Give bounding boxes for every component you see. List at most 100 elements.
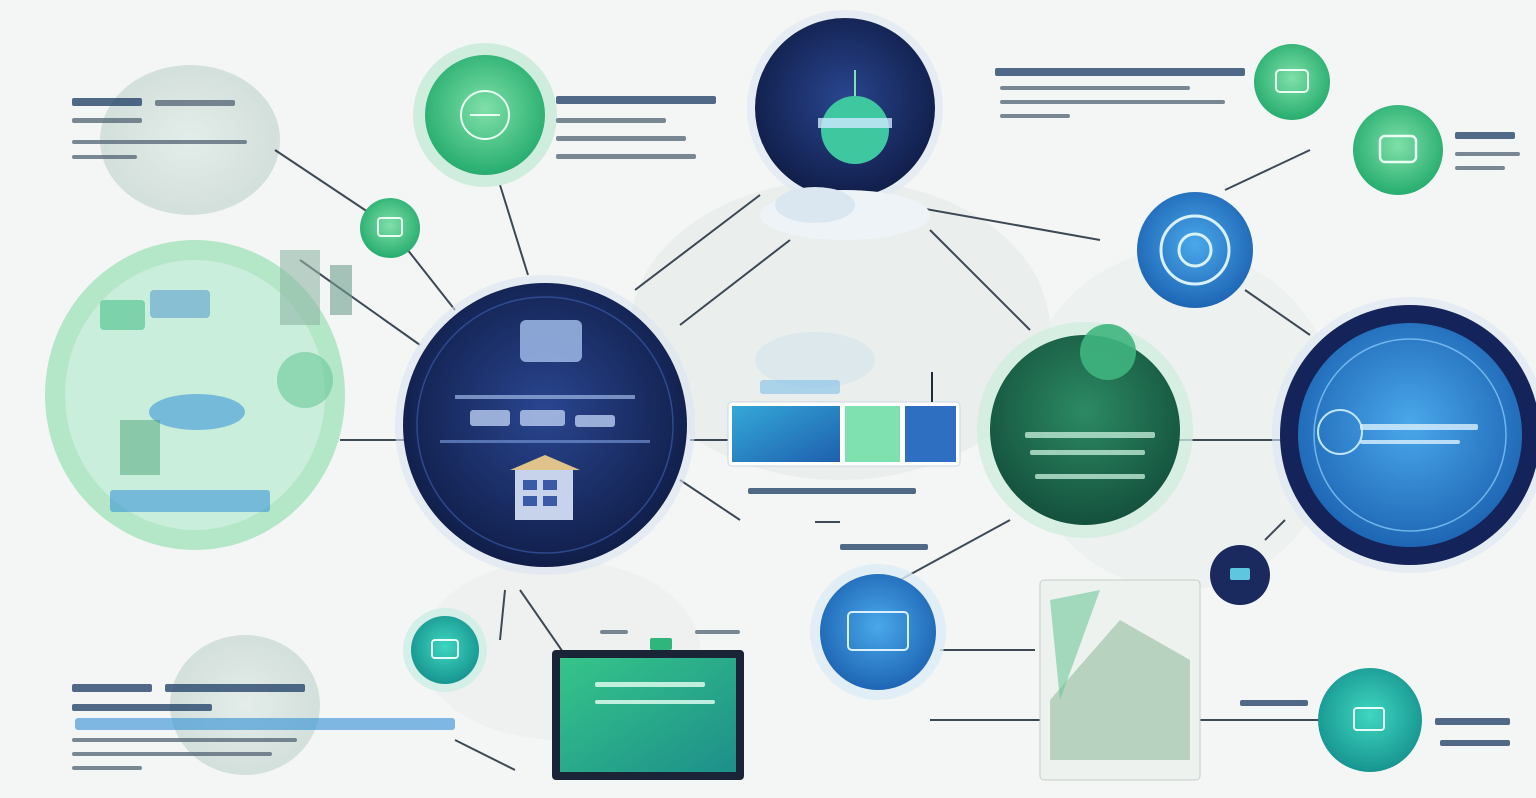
text-line	[1240, 700, 1308, 706]
text-line	[1435, 718, 1510, 725]
dashboard-tile-blue[interactable]	[732, 406, 840, 462]
icon-stroke	[523, 496, 537, 506]
connector-line	[634, 194, 761, 291]
connector-line	[679, 239, 791, 326]
small-navy-dot-node[interactable]	[1210, 545, 1270, 605]
green-hub[interactable]	[977, 322, 1193, 538]
check-icon	[1378, 134, 1418, 164]
wave-icon	[847, 611, 909, 651]
blue-target-circle[interactable]	[1137, 192, 1253, 308]
connector-line	[899, 519, 1011, 581]
small-bottom-left-teal-node[interactable]	[403, 608, 487, 692]
roof-icon	[510, 455, 580, 470]
left-map-hub	[45, 240, 352, 550]
text-line	[840, 544, 928, 550]
monitor-camera	[650, 638, 672, 650]
text-line	[1360, 440, 1460, 444]
leaf-data-icon	[1080, 324, 1136, 380]
progress-strip	[75, 718, 455, 730]
radar-icon	[1159, 214, 1231, 286]
bottom-blue-circle[interactable]	[820, 574, 936, 690]
small-blue-target-node[interactable]	[1137, 192, 1253, 308]
teal-node-circle[interactable]	[411, 616, 479, 684]
small-left-green-circle[interactable]	[360, 198, 420, 258]
connector-line	[499, 589, 506, 641]
tower-icon	[280, 250, 320, 325]
machine-icon	[520, 410, 565, 426]
leaf-icon	[460, 90, 510, 140]
machine-icon	[470, 410, 510, 426]
connector-line	[1264, 519, 1286, 541]
chart-icon	[1050, 620, 1190, 760]
text-line	[72, 766, 142, 770]
small-right-green-node[interactable]	[1353, 105, 1443, 195]
right-hub-inner	[1298, 323, 1522, 547]
bottom-monitor[interactable]	[552, 638, 744, 780]
text-line	[72, 98, 142, 106]
top-green-node[interactable]	[413, 43, 557, 187]
text-line	[1000, 114, 1070, 118]
dashboard-header	[760, 380, 840, 394]
connector-line	[454, 739, 516, 771]
text-line	[595, 700, 715, 704]
text-line	[165, 684, 305, 692]
connector-line	[929, 229, 1031, 331]
server-rack-icon	[515, 470, 573, 520]
dot-icon	[1230, 568, 1250, 580]
connector-line	[679, 479, 741, 521]
icon-stroke	[543, 496, 557, 506]
small-top-right-green-node[interactable]	[1254, 44, 1330, 120]
text-line	[72, 684, 152, 692]
connector-line	[1244, 289, 1311, 336]
text-line	[1455, 132, 1515, 139]
text-line	[695, 630, 740, 634]
bottom-blue-node[interactable]	[810, 564, 946, 700]
icon-stroke	[1177, 232, 1213, 268]
gear-icon	[377, 217, 403, 237]
map-road-bar	[110, 490, 270, 512]
connector-line	[274, 149, 381, 221]
text-line	[72, 140, 247, 144]
text-line	[600, 630, 628, 634]
right-blue-hub[interactable]	[1272, 297, 1536, 573]
dashboard-tile-navy[interactable]	[905, 406, 956, 462]
text-line	[72, 118, 142, 123]
text-line	[556, 154, 696, 159]
dashboard-tile-green[interactable]	[845, 406, 900, 462]
small-bottom-right-teal-node[interactable]	[1318, 668, 1422, 772]
person-icon	[1353, 707, 1385, 731]
top-cloud-globe-hub[interactable]	[747, 10, 943, 240]
tower-icon	[330, 265, 352, 315]
small-right-green-circle[interactable]	[1353, 105, 1443, 195]
hub-center[interactable]	[395, 275, 695, 575]
map-block	[150, 290, 210, 318]
text-line	[1360, 424, 1478, 430]
text-line	[748, 488, 916, 494]
bottom-chart-panel[interactable]	[1039, 579, 1201, 781]
text-line	[1000, 100, 1225, 104]
map-block	[100, 300, 145, 330]
text-line	[556, 118, 666, 123]
bottom-right-teal-circle[interactable]	[1318, 668, 1422, 772]
text-line	[1455, 166, 1505, 170]
building-icon	[120, 420, 160, 475]
monitor-screen[interactable]	[560, 658, 736, 772]
facility-rail	[440, 440, 650, 443]
small-top-right-green-circle[interactable]	[1254, 44, 1330, 120]
text-line	[1030, 450, 1145, 455]
tree-icon	[277, 352, 333, 408]
connector-line	[519, 589, 566, 656]
shield-icon	[1275, 69, 1309, 93]
text-line	[72, 738, 297, 742]
icon-stroke	[543, 480, 557, 490]
center-dashboard-panel[interactable]	[727, 332, 961, 467]
text-line	[556, 96, 716, 104]
small-left-green-node[interactable]	[360, 198, 420, 258]
text-line	[1000, 86, 1190, 90]
text-line	[72, 704, 212, 711]
connector-line	[499, 184, 529, 276]
text-line	[72, 752, 272, 756]
facility-rail	[455, 395, 635, 399]
